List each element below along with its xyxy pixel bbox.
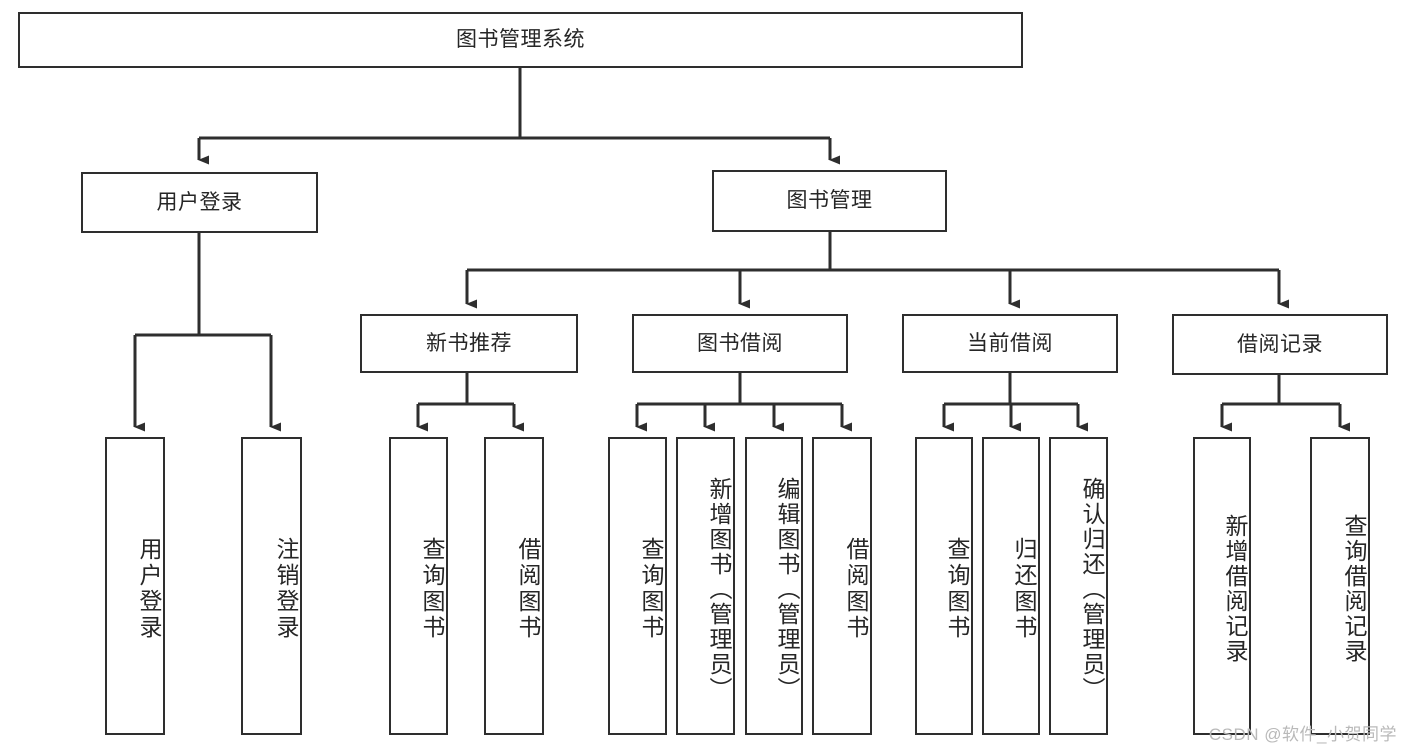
node-book-borrow[interactable]: 图书借阅 [632,314,848,373]
connector-bookborrow-to-leaves [635,373,852,432]
leaf-query-book-3-label: 查询图书 [944,537,970,641]
connector-bookmanage-to-level2 [465,232,1289,309]
leaf-query-book-1[interactable]: 查询图书 [389,437,448,735]
node-user-login-label: 用户登录 [156,190,243,214]
leaf-add-record-label: 新增借阅记录 [1222,514,1248,664]
leaf-query-book-2[interactable]: 查询图书 [608,437,667,735]
node-current-borrow[interactable]: 当前借阅 [902,314,1118,373]
leaf-return-book-label: 归还图书 [1011,537,1037,641]
leaf-edit-book-label: 编辑图书（管理员） [774,476,800,702]
leaf-query-record[interactable]: 查询借阅记录 [1310,437,1370,735]
leaf-user-login-label: 用户登录 [136,537,162,641]
leaf-edit-book[interactable]: 编辑图书（管理员） [745,437,803,735]
leaf-add-book-label: 新增图书（管理员） [706,476,732,702]
node-book-manage[interactable]: 图书管理 [712,170,947,232]
connector-borrowrecord-to-leaves [1220,375,1350,432]
leaf-query-book-3[interactable]: 查询图书 [915,437,973,735]
node-root-label: 图书管理系统 [456,28,585,52]
node-borrow-record[interactable]: 借阅记录 [1172,314,1388,375]
leaf-borrow-book-2-label: 借阅图书 [843,537,869,641]
leaf-borrow-book-1-label: 借阅图书 [515,537,541,641]
leaf-add-record[interactable]: 新增借阅记录 [1193,437,1251,735]
leaf-return-book[interactable]: 归还图书 [982,437,1040,735]
node-book-manage-label: 图书管理 [786,189,873,213]
node-borrow-record-label: 借阅记录 [1237,332,1323,356]
connector-currentborrow-to-leaves [942,373,1088,432]
connector-root-to-level1 [197,68,840,165]
node-user-login[interactable]: 用户登录 [81,172,318,233]
leaf-confirm-return[interactable]: 确认归还（管理员） [1049,437,1108,735]
connector-newbook-to-leaves [416,373,524,432]
leaf-confirm-return-label: 确认归还（管理员） [1079,476,1105,702]
node-root[interactable]: 图书管理系统 [18,12,1023,68]
leaf-borrow-book-2[interactable]: 借阅图书 [812,437,872,735]
node-new-book-recommend[interactable]: 新书推荐 [360,314,578,373]
leaf-borrow-book-1[interactable]: 借阅图书 [484,437,544,735]
leaf-query-book-1-label: 查询图书 [419,537,445,641]
node-book-borrow-label: 图书借阅 [697,331,783,355]
node-current-borrow-label: 当前借阅 [967,331,1053,355]
leaf-user-login[interactable]: 用户登录 [105,437,165,735]
connector-userlogin-to-leaves [133,233,281,432]
leaf-logout-login[interactable]: 注销登录 [241,437,302,735]
leaf-query-book-2-label: 查询图书 [638,537,664,641]
node-new-book-recommend-label: 新书推荐 [426,331,512,355]
leaf-logout-login-label: 注销登录 [273,537,299,641]
leaf-add-book[interactable]: 新增图书（管理员） [676,437,735,735]
leaf-query-record-label: 查询借阅记录 [1341,514,1367,664]
